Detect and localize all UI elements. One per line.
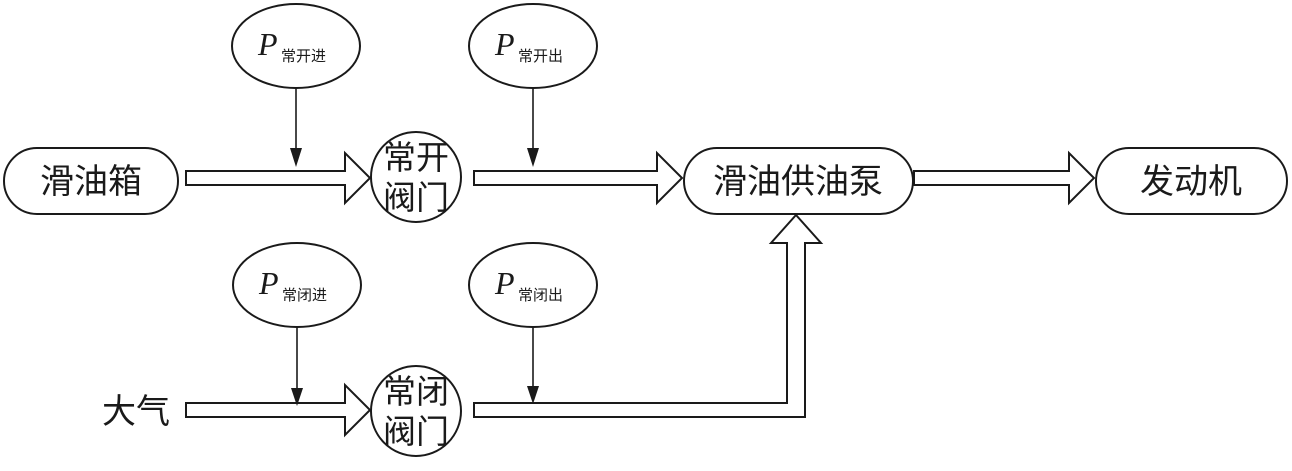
normally-closed-valve-circle (370, 365, 462, 457)
sensor-arrow-closed-outlet (527, 327, 539, 404)
sensor-closed-inlet-ellipse (232, 242, 362, 328)
oil-tank-label: 滑油箱 (40, 163, 142, 201)
sensor-open-inlet-subscript: 常开进 (281, 48, 326, 65)
sensor-arrow-open-inlet (290, 88, 302, 167)
flow-arrow-closed-valve-to-pump (473, 213, 824, 418)
flow-arrow-atmosphere-to-closed-valve (185, 382, 372, 438)
normally-open-valve-line1: 常开 (383, 141, 449, 177)
normally-open-valve-circle (370, 131, 462, 223)
sensor-closed-outlet-ellipse (468, 242, 598, 328)
normally-closed-valve-node: 常闭 阀门 (370, 365, 462, 457)
normally-open-valve-line2: 阀门 (383, 180, 449, 217)
sensor-arrow-closed-inlet (291, 327, 303, 406)
engine-node: 发动机 (1095, 147, 1288, 215)
sensor-open-outlet-ellipse (468, 3, 598, 89)
engine-box (1095, 147, 1288, 215)
sensor-closed-outlet: P 常闭出 (468, 242, 598, 328)
normally-open-valve-node: 常开 阀门 (370, 131, 462, 223)
sensor-open-outlet-subscript: 常开出 (518, 48, 563, 65)
sensor-open-outlet: P 常开出 (468, 3, 598, 89)
sensor-open-inlet-ellipse (231, 3, 361, 89)
oil-tank-box (3, 147, 179, 215)
sensor-open-outlet-symbol: P (494, 26, 515, 62)
oil-tank-node: 滑油箱 (3, 147, 179, 215)
oil-supply-pump-label: 滑油供油泵 (713, 163, 883, 201)
normally-closed-valve-line1: 常闭 (383, 375, 449, 411)
flow-arrow-pump-to-engine (913, 150, 1096, 206)
sensor-closed-outlet-symbol: P (494, 265, 515, 301)
normally-closed-valve-line2: 阀门 (383, 414, 449, 451)
flow-arrow-open-valve-to-pump (473, 150, 684, 206)
sensor-closed-inlet-subscript: 常闭进 (282, 287, 327, 304)
oil-supply-pump-node: 滑油供油泵 (683, 147, 914, 215)
sensor-open-inlet-symbol: P (257, 26, 278, 62)
sensor-closed-inlet: P 常闭进 (232, 242, 362, 328)
sensor-open-inlet: P 常开进 (231, 3, 361, 89)
engine-label: 发动机 (1140, 163, 1242, 201)
flow-arrow-tank-to-open-valve (185, 150, 372, 206)
atmosphere-label: 大气 (102, 393, 170, 431)
sensor-closed-inlet-symbol: P (258, 265, 279, 301)
sensor-arrow-open-outlet (527, 88, 539, 167)
sensor-closed-outlet-subscript: 常闭出 (518, 287, 563, 304)
